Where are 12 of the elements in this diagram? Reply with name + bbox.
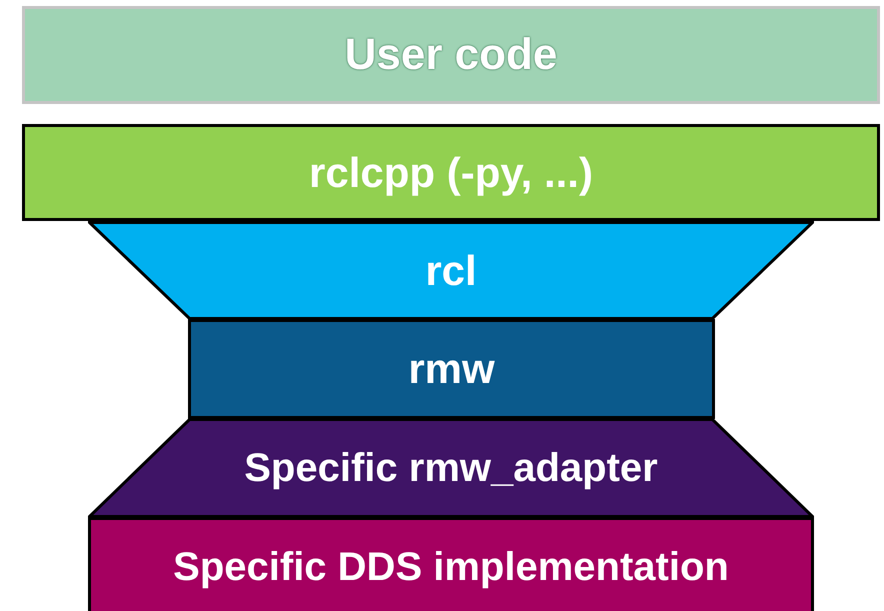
layer-label: rcl bbox=[425, 250, 477, 292]
layer-box bbox=[22, 124, 880, 221]
layer-box bbox=[22, 6, 880, 104]
layer-box bbox=[88, 517, 814, 611]
layer-box bbox=[188, 319, 715, 419]
layer-label: User code bbox=[344, 33, 558, 77]
layer-label: Specific rmw_adapter bbox=[244, 448, 658, 488]
trapezoid-layer bbox=[88, 221, 814, 320]
layer-label: rclcpp (-py, ...) bbox=[309, 152, 593, 194]
trapezoid-layer bbox=[88, 418, 814, 518]
layer-label: Specific DDS implementation bbox=[173, 547, 729, 587]
layer-label: rmw bbox=[408, 348, 495, 390]
